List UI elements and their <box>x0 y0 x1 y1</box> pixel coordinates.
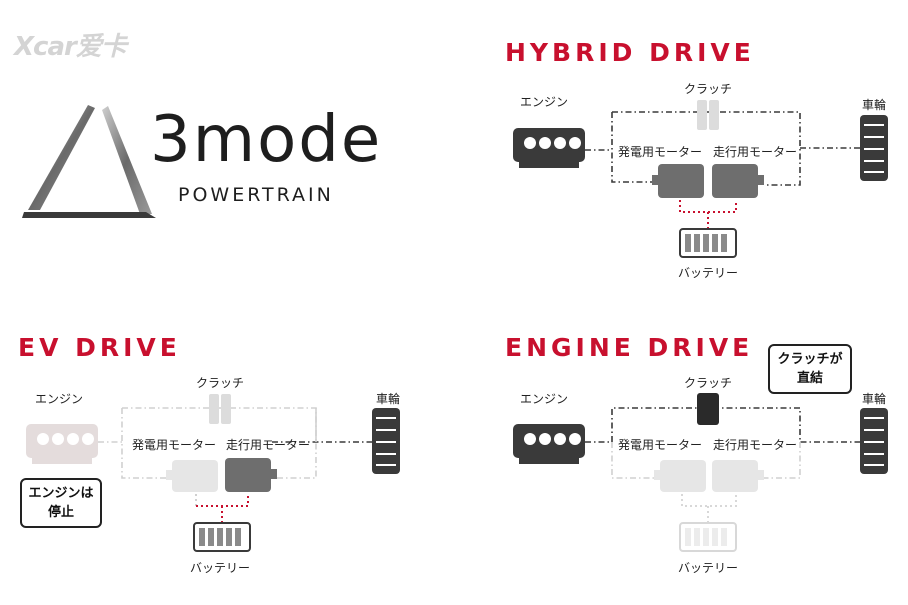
hybrid-title: HYBRID DRIVE <box>505 38 755 67</box>
engine-note-line1: クラッチが <box>777 352 843 367</box>
ev-wheel-label: 車輪 <box>376 392 401 406</box>
ev-wheel-icon <box>372 408 400 474</box>
engine-generator-icon <box>654 460 706 492</box>
ev-battery-icon <box>193 522 251 552</box>
hybrid-engine-label: エンジン <box>520 95 569 109</box>
engine-clutch-label: クラッチ <box>684 376 733 390</box>
hybrid-wheel-label: 車輪 <box>862 98 887 112</box>
hybrid-wheel-icon <box>860 115 888 181</box>
hybrid-battery-label: バッテリー <box>678 266 739 280</box>
engine-battery-icon <box>679 522 737 552</box>
watermark-logo: Xcar爱卡 <box>14 32 127 62</box>
ev-drive-motor-label: 走行用モーター <box>226 438 311 452</box>
engine-note-line2: 直結 <box>796 371 823 386</box>
logo-powertrain: POWERTRAIN <box>178 184 334 206</box>
ev-note-line1: エンジンは <box>28 486 94 501</box>
ev-engine-stopped-note: エンジンは 停止 <box>20 478 102 528</box>
ev-generator-label: 発電用モーター <box>132 438 217 452</box>
engine-engine-label: エンジン <box>520 392 569 406</box>
ev-clutch-icon <box>209 394 231 424</box>
hybrid-drive-motor-label: 走行用モーター <box>713 145 798 159</box>
engine-wheel-label: 車輪 <box>862 392 887 406</box>
engine-engine-icon <box>513 424 585 464</box>
logo-3mode: 3mode <box>150 103 383 177</box>
ev-generator-icon <box>166 460 218 492</box>
hybrid-clutch-label: クラッチ <box>684 82 733 96</box>
ev-engine-icon <box>26 424 98 464</box>
engine-clutch-icon <box>697 393 719 425</box>
ev-clutch-label: クラッチ <box>196 376 245 390</box>
ev-note-line2: 停止 <box>47 505 74 520</box>
hybrid-generator-label: 発電用モーター <box>618 145 703 159</box>
engine-title: ENGINE DRIVE <box>505 333 754 362</box>
engine-wheel-icon <box>860 408 888 474</box>
engine-generator-label: 発電用モーター <box>618 438 703 452</box>
hybrid-generator-icon <box>652 164 704 198</box>
engine-battery-label: バッテリー <box>678 561 739 575</box>
engine-clutch-direct-note: クラッチが 直結 <box>768 344 852 394</box>
ev-title: EV DRIVE <box>18 333 181 362</box>
hybrid-engine-icon <box>513 128 585 168</box>
engine-drive-motor-icon <box>712 460 764 492</box>
ev-battery-label: バッテリー <box>190 561 251 575</box>
hybrid-clutch-icon <box>697 100 719 130</box>
engine-drive-motor-label: 走行用モーター <box>713 438 798 452</box>
hybrid-drive-motor-icon <box>712 164 764 198</box>
hybrid-battery-icon <box>679 228 737 258</box>
ev-engine-label: エンジン <box>35 392 84 406</box>
ev-drive-motor-icon <box>225 458 277 492</box>
